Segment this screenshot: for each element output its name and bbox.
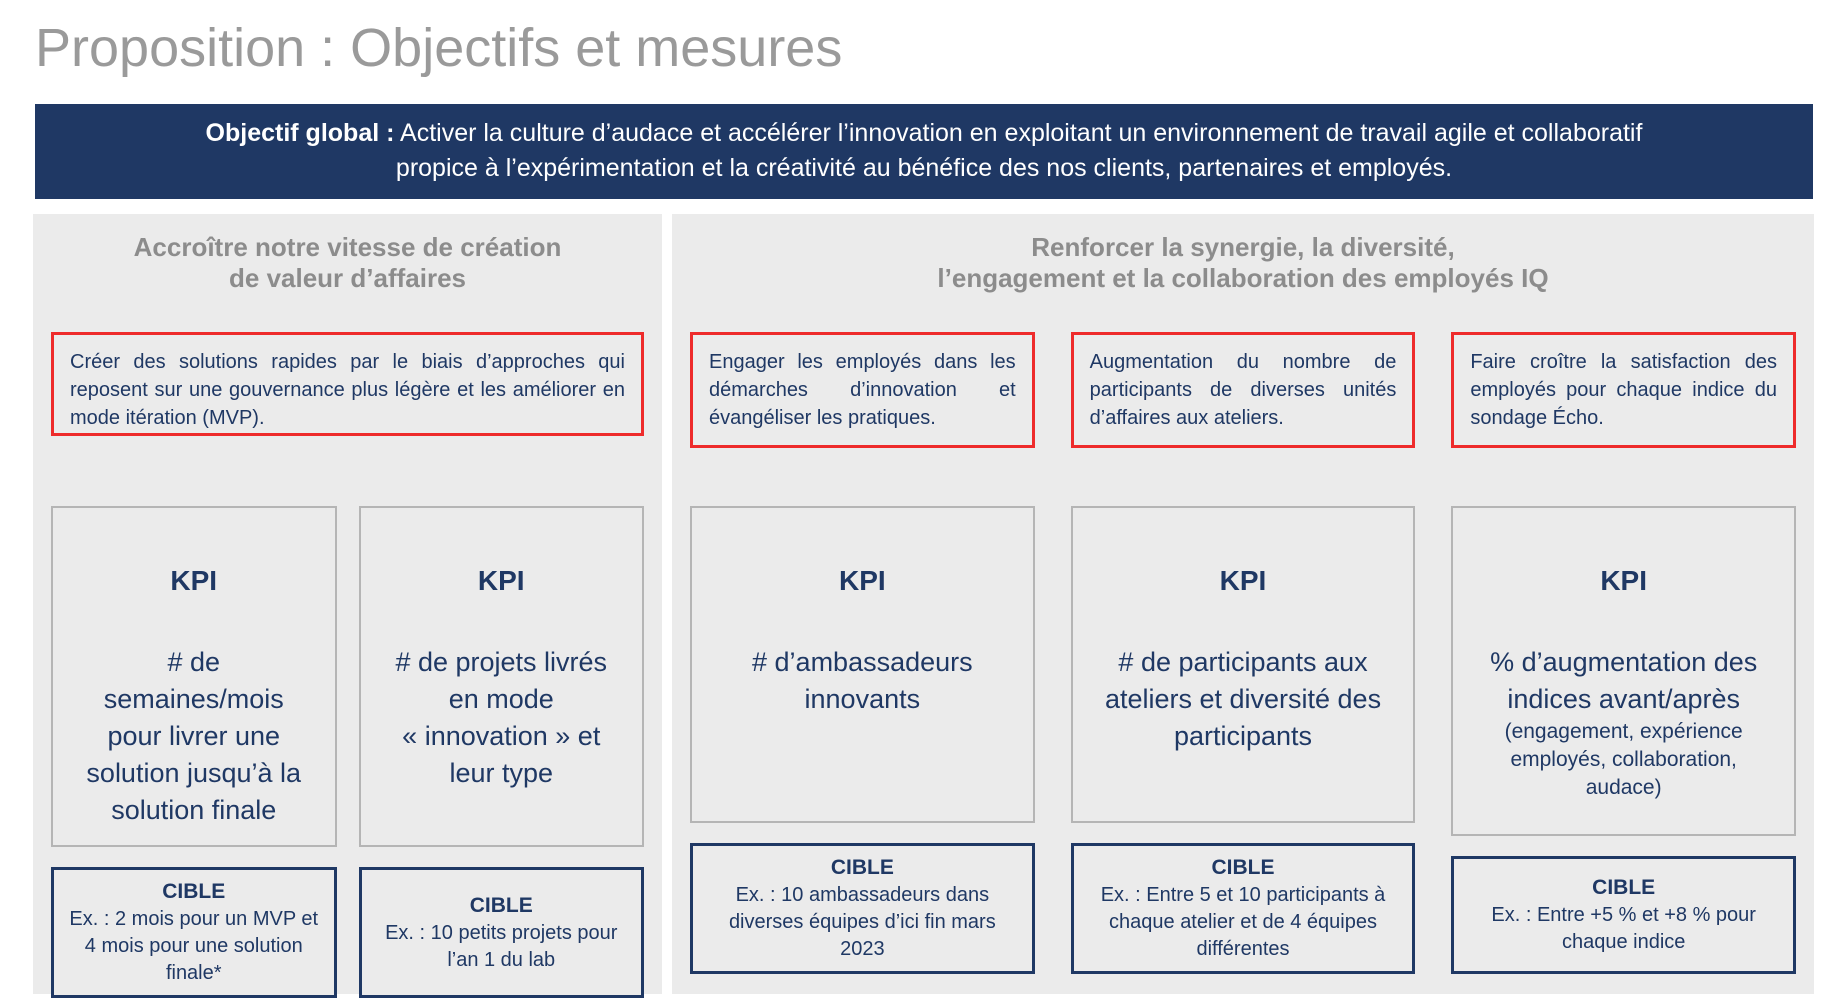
cible-box-small-projects: CIBLE Ex. : 10 petits projets pour l’an … [358, 867, 644, 998]
cible-label: CIBLE [162, 880, 226, 903]
cible-box-participants: CIBLE Ex. : Entre 5 et 10 participants à… [1070, 843, 1416, 974]
cible-text: Ex. : 10 petits projets pour l’an 1 du l… [385, 921, 618, 971]
section-header-left: Accroître notre vitesse de création de v… [134, 232, 562, 294]
kpi-text: # de semaines/mois pour livrer une solut… [86, 647, 302, 825]
page-title: Proposition : Objectifs et mesures [35, 18, 843, 78]
global-objective-banner: Objectif global : Activer la culture d’a… [35, 104, 1813, 199]
kpi-row-left: KPI # de semaines/mois pour livrer une s… [51, 506, 644, 847]
kpi-text: # d’ambassadeurs innovants [752, 647, 973, 714]
section-header-right-line2: l’engagement et la collaboration des emp… [937, 263, 1549, 293]
objective-text-left: Créer des solutions rapides par le biais… [70, 351, 625, 429]
cible-box-index-increase: CIBLE Ex. : Entre +5 % et +8 % pour chaq… [1451, 856, 1797, 974]
cible-box-mvp-months: CIBLE Ex. : 2 mois pour un MVP et 4 mois… [51, 867, 337, 998]
section-header-left-line2: de valeur d’affaires [229, 263, 466, 293]
cible-row-left: CIBLE Ex. : 2 mois pour un MVP et 4 mois… [51, 867, 644, 998]
kpi-label: KPI [838, 565, 886, 596]
objective-box-engage-employees: Engager les employés dans les démarches … [690, 332, 1035, 448]
content-panels: Accroître notre vitesse de création de v… [33, 214, 1814, 998]
section-synergy-diversity: Renforcer la synergie, la diversité, l’e… [672, 214, 1814, 994]
banner-text-line2: propice à l’expérimentation et la créati… [395, 154, 1453, 182]
objective-box-employee-satisfaction: Faire croître la satisfaction des employ… [1451, 332, 1797, 448]
section-header-right: Renforcer la synergie, la diversité, l’e… [937, 232, 1548, 294]
kpi-note: (engagement, expérience employés, collab… [1504, 720, 1743, 799]
cible-text: Ex. : Entre +5 % et +8 % pour chaque ind… [1491, 904, 1756, 953]
kpi-label: KPI [170, 565, 218, 596]
cible-label: CIBLE [830, 856, 894, 879]
objective-box-participants-increase: Augmentation du nombre de participants d… [1070, 332, 1416, 448]
banner-line-1: Objectif global : Activer la culture d’a… [61, 116, 1787, 151]
cible-text: Ex. : 10 ambassadeurs dans diverses équi… [728, 884, 996, 960]
section-header-right-line1: Renforcer la synergie, la diversité, [1031, 232, 1455, 262]
column-ambassadors: Engager les employés dans les démarches … [690, 294, 1035, 974]
objective-text: Faire croître la satisfaction des employ… [1470, 351, 1778, 429]
cible-label: CIBLE [1592, 876, 1656, 899]
column-satisfaction: Faire croître la satisfaction des employ… [1451, 294, 1797, 974]
cible-label: CIBLE [1211, 856, 1275, 879]
kpi-label: KPI [1600, 565, 1648, 596]
kpi-box-projects-delivered: KPI # de projets livrés en mode « innova… [358, 506, 644, 847]
cible-box-ambassadors: CIBLE Ex. : 10 ambassadeurs dans diverse… [690, 843, 1035, 974]
objective-box-left: Créer des solutions rapides par le biais… [51, 332, 644, 436]
kpi-label: KPI [477, 565, 525, 596]
cible-text: Ex. : Entre 5 et 10 participants à chaqu… [1100, 884, 1386, 960]
banner-label: Objectif global : [205, 119, 395, 147]
kpi-text: # de projets livrés en mode « innovation… [395, 647, 608, 788]
kpi-text: % d’augmentation des indices avant/après [1490, 647, 1758, 714]
section-speed-of-value: Accroître notre vitesse de création de v… [33, 214, 662, 998]
column-participants: Augmentation du nombre de participants d… [1070, 294, 1416, 974]
kpi-label: KPI [1219, 565, 1267, 596]
right-section-columns: Engager les employés dans les démarches … [690, 294, 1797, 974]
kpi-text: # de participants aux ateliers et divers… [1104, 647, 1382, 751]
kpi-box-index-increase: KPI % d’augmentation des indices avant/a… [1451, 506, 1797, 836]
kpi-box-weeks-to-deliver: KPI # de semaines/mois pour livrer une s… [51, 506, 337, 847]
kpi-box-participants: KPI # de participants aux ateliers et di… [1070, 506, 1416, 823]
kpi-box-ambassadors: KPI # d’ambassadeurs innovants [690, 506, 1035, 823]
cible-label: CIBLE [469, 893, 533, 917]
banner-text-line1: Activer la culture d’audace et accélérer… [400, 119, 1643, 147]
section-header-left-line1: Accroître notre vitesse de création [133, 232, 562, 262]
objective-text: Augmentation du nombre de participants d… [1089, 351, 1397, 429]
objective-text: Engager les employés dans les démarches … [709, 351, 1016, 429]
cible-text: Ex. : 2 mois pour un MVP et 4 mois pour … [69, 908, 319, 984]
